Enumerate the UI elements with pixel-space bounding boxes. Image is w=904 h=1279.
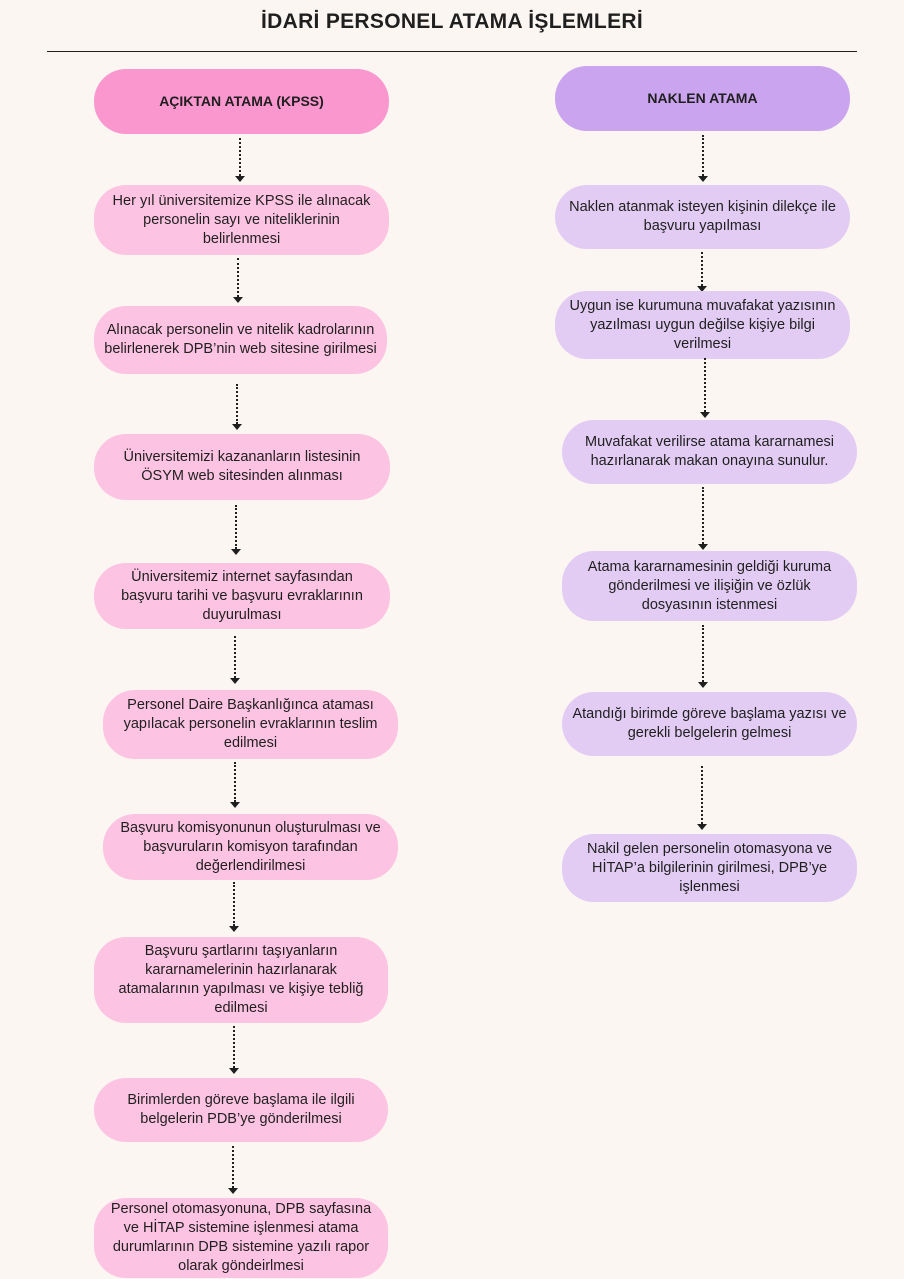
left-connector-arrow <box>228 1026 240 1074</box>
right-header-box: NAKLEN ATAMA <box>555 66 850 131</box>
right-step-5: Atandığı birimde göreve başlama yazısı v… <box>562 692 857 756</box>
left-connector-arrow <box>234 138 246 182</box>
left-step-1: Her yıl üniversitemize KPSS ile alınacak… <box>94 185 389 255</box>
left-step-6: Başvuru komisyonunun oluşturulması ve ba… <box>103 814 398 880</box>
right-connector-arrow <box>697 135 709 182</box>
right-connector-arrow <box>699 358 711 418</box>
right-step-2: Uygun ise kurumuna muvafakat yazısının y… <box>555 291 850 359</box>
title-divider <box>47 51 857 52</box>
right-step-1: Naklen atanmak isteyen kişinin dilekçe i… <box>555 185 850 249</box>
right-step-6: Nakil gelen personelin otomasyona ve HİT… <box>562 834 857 902</box>
page-title: İDARİ PERSONEL ATAMA İŞLEMLERİ <box>261 10 643 33</box>
right-connector-arrow <box>696 252 708 292</box>
right-connector-arrow <box>696 766 708 830</box>
left-step-9: Personel otomasyonuna, DPB sayfasına ve … <box>94 1198 388 1278</box>
left-step-2: Alınacak personelin ve nitelik kadroları… <box>94 306 387 374</box>
right-connector-arrow <box>697 625 709 688</box>
right-step-4: Atama kararnamesinin geldiği kuruma gönd… <box>562 551 857 621</box>
left-connector-arrow <box>229 762 241 808</box>
left-connector-arrow <box>232 258 244 303</box>
left-step-8: Birimlerden göreve başlama ile ilgili be… <box>94 1078 388 1142</box>
left-step-7: Başvuru şartlarını taşıyanların kararnam… <box>94 937 388 1023</box>
left-connector-arrow <box>231 384 243 430</box>
right-step-3: Muvafakat verilirse atama kararnamesi ha… <box>562 420 857 484</box>
left-connector-arrow <box>227 1146 239 1194</box>
right-connector-arrow <box>697 487 709 550</box>
left-connector-arrow <box>229 636 241 684</box>
left-connector-arrow <box>230 505 242 555</box>
left-header-box: AÇIKTAN ATAMA (KPSS) <box>94 69 389 134</box>
left-step-5: Personel Daire Başkanlığınca ataması yap… <box>103 690 398 759</box>
left-step-4: Üniversitemiz internet sayfasından başvu… <box>94 563 390 629</box>
left-step-3: Üniversitemizi kazananların listesinin Ö… <box>94 434 390 500</box>
left-connector-arrow <box>228 882 240 932</box>
